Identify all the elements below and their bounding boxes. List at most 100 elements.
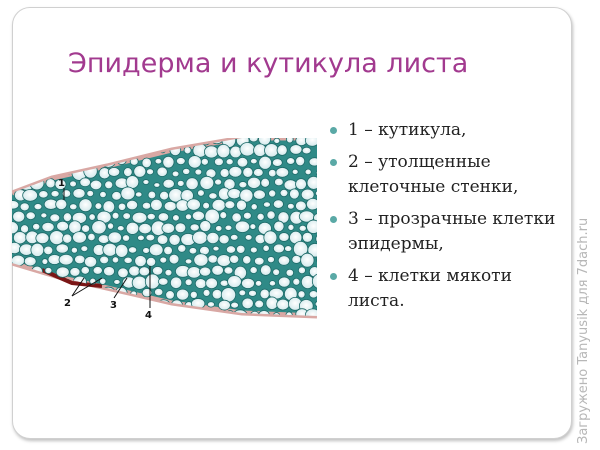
- leaf-cell: [44, 138, 56, 143]
- leaf-cell: [189, 223, 200, 232]
- leaf-cell: [295, 200, 307, 212]
- leaf-cell: [199, 220, 212, 233]
- bullet-item: 3 – прозрачные клетки эпидермы,: [328, 207, 568, 257]
- leaf-cell: [236, 156, 249, 168]
- leaf-cell: [13, 166, 25, 177]
- leaf-cell: [30, 309, 42, 316]
- leaf-cell: [84, 322, 98, 332]
- leaf-cell: [194, 168, 203, 176]
- leaf-cell: [242, 211, 252, 220]
- leaf-cell: [32, 222, 41, 231]
- leaf-cell: [304, 308, 317, 316]
- leaf-cell: [172, 309, 188, 316]
- leaf-cell: [194, 323, 203, 332]
- leaf-cell: [216, 254, 232, 267]
- leaf-cell: [107, 222, 115, 230]
- leaf-cell: [25, 211, 36, 221]
- leaf-cell: [295, 155, 306, 167]
- slide-title: Эпидерма и кутикула листа: [68, 48, 469, 79]
- bullet-dot: [330, 216, 337, 223]
- leaf-cell: [231, 212, 242, 223]
- leaf-cell: [285, 268, 295, 277]
- leaf-cell: [99, 277, 107, 285]
- leaf-cell: [197, 189, 205, 197]
- leaf-cell: [69, 156, 77, 164]
- leaf-cell: [206, 231, 220, 245]
- leaf-cell: [102, 242, 118, 257]
- leaf-cell: [46, 158, 55, 165]
- leaf-cell: [218, 299, 231, 311]
- leaf-cell: [301, 231, 313, 243]
- cuticle-top: [12, 138, 317, 196]
- leaf-cell: [186, 198, 201, 211]
- leaf-cell: [41, 221, 55, 233]
- leaf-cell: [12, 290, 17, 299]
- leaf-cell: [301, 146, 312, 155]
- leaf-cell: [153, 182, 161, 188]
- leaf-cell: [297, 290, 306, 299]
- leaf-cell: [50, 190, 60, 198]
- leaf-cell: [211, 264, 224, 276]
- leaf-cell: [95, 297, 110, 311]
- leaf-cell: [122, 297, 135, 309]
- leaf-cell: [146, 212, 156, 221]
- leaf-cell: [45, 178, 56, 189]
- leaf-cell: [150, 138, 165, 146]
- leaf-cell: [97, 234, 110, 244]
- leaf-cell: [30, 242, 45, 257]
- leaf-cell: [242, 166, 254, 178]
- leaf-cell: [169, 276, 183, 289]
- leaf-cell: [35, 232, 50, 245]
- leaf-cell: [74, 254, 86, 265]
- leaf-cell: [142, 179, 150, 185]
- leaf-cell: [12, 266, 19, 276]
- leaf-cell: [277, 255, 291, 266]
- leaf-cell: [185, 177, 199, 191]
- leaf-cell: [87, 232, 96, 242]
- leaf-cell: [157, 320, 170, 331]
- leaf-cell: [290, 321, 301, 332]
- leaf-cell: [12, 221, 19, 235]
- leaf-cell: [205, 277, 218, 290]
- leaf-cell: [163, 200, 177, 212]
- leaf-cell: [55, 266, 70, 278]
- leaf-cell: [13, 231, 27, 245]
- leaf-cell: [147, 190, 157, 200]
- leaf-cell: [74, 300, 84, 310]
- leaf-cell: [99, 191, 107, 199]
- leaf-cell: [135, 300, 146, 311]
- leaf-cell: [308, 290, 317, 299]
- leaf-cell: [254, 280, 263, 287]
- leaf-cell: [113, 279, 121, 285]
- leaf-cell: [49, 230, 65, 246]
- leaf-cell: [33, 138, 43, 144]
- leaf-cell: [51, 323, 59, 329]
- leaf-cell: [17, 325, 24, 331]
- leaf-cell: [91, 220, 107, 235]
- leaf-cell: [232, 309, 249, 316]
- leaf-cell: [162, 178, 175, 189]
- leaf-cell: [262, 201, 271, 208]
- leaf-cell: [307, 243, 317, 258]
- leaf-cell: [315, 169, 317, 177]
- leaf-cell: [268, 280, 277, 287]
- leaf-cell: [111, 146, 119, 154]
- leaf-cell: [129, 138, 137, 143]
- leaf-cell: [131, 211, 148, 224]
- thick-walls-bottom: [41, 268, 103, 288]
- leaf-cell: [224, 224, 233, 231]
- leaf-cell: [223, 266, 234, 275]
- leaf-cell: [70, 246, 78, 254]
- leaf-cell: [235, 199, 247, 211]
- leaf-cell: [139, 138, 151, 146]
- leaf-cell: [157, 277, 169, 286]
- leaf-cell: [122, 212, 131, 220]
- leaf-cell: [55, 243, 69, 254]
- leaf-cell: [249, 223, 257, 230]
- leaf-cell: [122, 234, 131, 242]
- leaf-cell: [169, 322, 181, 333]
- leaf-cell: [224, 200, 236, 210]
- leaf-cell: [295, 178, 307, 190]
- leaf-cell: [80, 245, 89, 252]
- leaf-cell: [176, 179, 185, 187]
